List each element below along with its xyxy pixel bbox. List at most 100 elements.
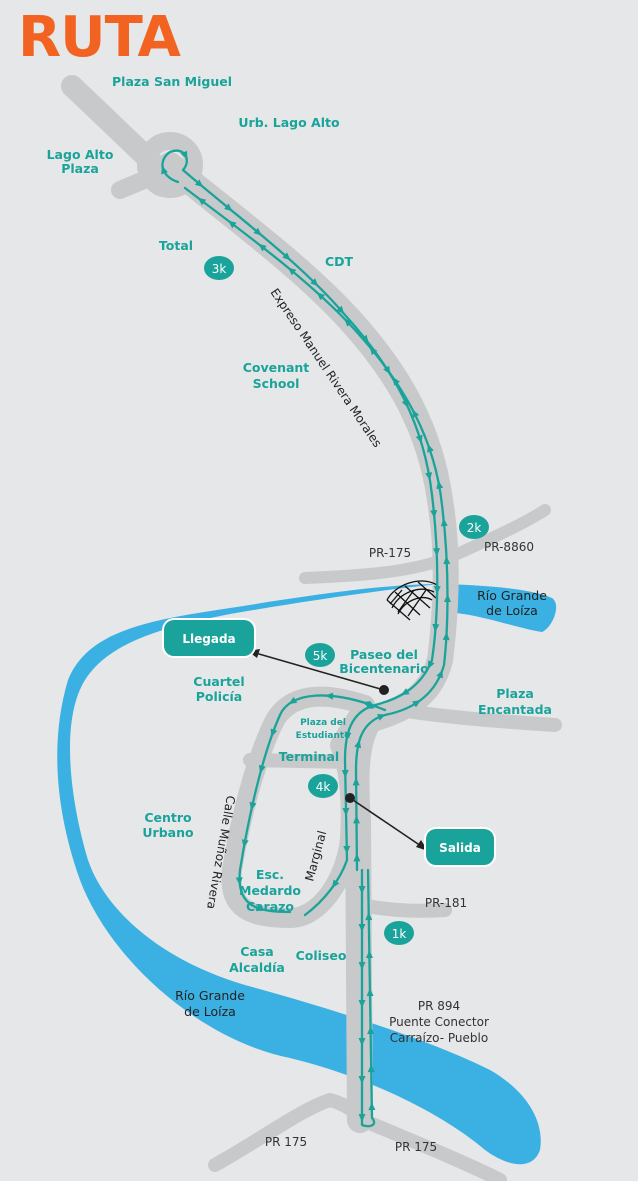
route-arrow — [288, 696, 298, 704]
label-plaza-estudiante-1: Plaza del — [300, 718, 346, 728]
road-pr175-top — [299, 504, 551, 584]
callouts: Llegada Salida — [162, 618, 496, 867]
label-river-top-1: Río Grande — [477, 588, 547, 603]
route-arrow — [180, 150, 188, 160]
label-plaza-estudiante-2: Estudiante — [296, 731, 351, 741]
route-arrow — [366, 988, 374, 997]
start-label: Salida — [439, 841, 481, 855]
label-pr175-bottom-right: PR 175 — [395, 1140, 437, 1154]
route-arrow — [361, 334, 369, 344]
route-arrow — [228, 220, 237, 229]
route-arrow — [365, 702, 375, 709]
place-labels: Plaza San Miguel Urb. Lago Alto Lago Alt… — [47, 74, 552, 975]
label-paseo-1: Paseo del — [350, 647, 418, 662]
route-arrow — [316, 292, 326, 301]
bridge-icon — [386, 580, 438, 621]
route-arrow — [367, 1026, 375, 1035]
route-arrow — [427, 444, 434, 453]
roundabout — [137, 132, 203, 198]
label-centro-urbano-2: Urbano — [142, 825, 194, 840]
route-arrow — [342, 807, 350, 816]
route-arrow — [197, 197, 207, 206]
route-arrow — [365, 912, 373, 921]
route-arrow — [358, 962, 366, 970]
river-main — [57, 584, 541, 1165]
route-arrow — [412, 409, 420, 419]
km-marker-5k: 5k — [305, 643, 335, 667]
label-pr894-1: PR 894 — [418, 999, 460, 1013]
label-river-bottom-1: Río Grande — [175, 988, 245, 1003]
label-pr8860: PR-8860 — [484, 540, 534, 554]
route-arrow — [353, 853, 361, 862]
label-cuartel-2: Policía — [196, 689, 242, 704]
km-marker-1k: 1k — [384, 921, 414, 945]
route-arrow — [368, 1102, 376, 1111]
route-arrow — [341, 769, 349, 778]
road-terminal — [243, 753, 362, 769]
route-arrow — [353, 815, 361, 824]
route-loop — [238, 694, 387, 914]
route-arrow — [433, 548, 441, 557]
km-4k-label: 4k — [316, 780, 331, 794]
route-arrow — [224, 203, 233, 212]
route-arrow — [325, 692, 334, 700]
route-arrow — [258, 243, 267, 252]
route-arrow — [287, 267, 297, 276]
start-point-dot — [345, 793, 355, 803]
label-casa-alcaldia-1: Casa — [240, 944, 273, 959]
route-arrow — [377, 713, 386, 721]
km-marker-4k: 4k — [308, 774, 338, 798]
label-plaza-san-miguel: Plaza San Miguel — [112, 74, 232, 89]
label-covenant-1: Covenant — [243, 360, 310, 375]
route-arrow — [432, 623, 440, 633]
road-pr175-bottom — [208, 1093, 507, 1181]
route-arrow — [256, 904, 265, 912]
label-lago-alto-plaza-2: Plaza — [61, 161, 99, 176]
km-1k-label: 1k — [392, 927, 407, 941]
label-pr894-3: Carraízo- Pueblo — [390, 1031, 488, 1045]
label-pr175-bottom-left: PR 175 — [265, 1135, 307, 1149]
finish-label: Llegada — [182, 632, 235, 646]
route-arrow — [344, 318, 353, 327]
route-arrow — [401, 399, 409, 408]
route-arrow — [258, 764, 266, 774]
route-arrow — [365, 950, 373, 959]
route-arrow — [270, 728, 278, 738]
label-esc-1: Esc. — [256, 867, 284, 882]
road-plaza-encantada — [393, 703, 562, 732]
km-2k-label: 2k — [467, 521, 482, 535]
label-pr181: PR-181 — [425, 896, 467, 910]
finish-pointer-line — [251, 651, 385, 691]
label-coliseo: Coliseo — [296, 948, 347, 963]
finish-point-dot — [379, 685, 389, 695]
finish-pill[interactable]: Llegada — [162, 618, 256, 658]
label-casa-alcaldia-2: Alcaldía — [229, 960, 285, 975]
route-arrow — [358, 1000, 366, 1008]
route-arrow — [358, 924, 366, 932]
km-marker-2k: 2k — [459, 515, 489, 539]
route-arrow — [436, 669, 443, 679]
route-arrow — [161, 165, 168, 175]
route-arrow — [415, 434, 423, 444]
label-urb-lago-alto: Urb. Lago Alto — [238, 115, 340, 130]
route-arrow — [310, 278, 319, 287]
route-arrow — [354, 739, 362, 749]
route-arrow — [358, 1076, 366, 1084]
page-title: RUTA — [18, 5, 181, 70]
route-arrow — [440, 518, 448, 527]
route-arrow — [412, 700, 421, 708]
route-arrow — [430, 509, 438, 519]
route-lane-c — [360, 868, 376, 1128]
route-arrow — [433, 586, 441, 595]
route-arrow — [367, 1064, 375, 1073]
label-esc-3: Carazo — [246, 899, 294, 914]
route-arrow — [369, 346, 378, 356]
route-arrow — [427, 660, 435, 669]
route-arrow — [358, 1114, 366, 1122]
label-terminal: Terminal — [279, 749, 339, 764]
route-arrow — [282, 252, 291, 261]
route-arrow — [344, 731, 352, 741]
km-5k-label: 5k — [313, 649, 328, 663]
river-top — [440, 584, 557, 632]
start-pill[interactable]: Salida — [424, 827, 496, 867]
